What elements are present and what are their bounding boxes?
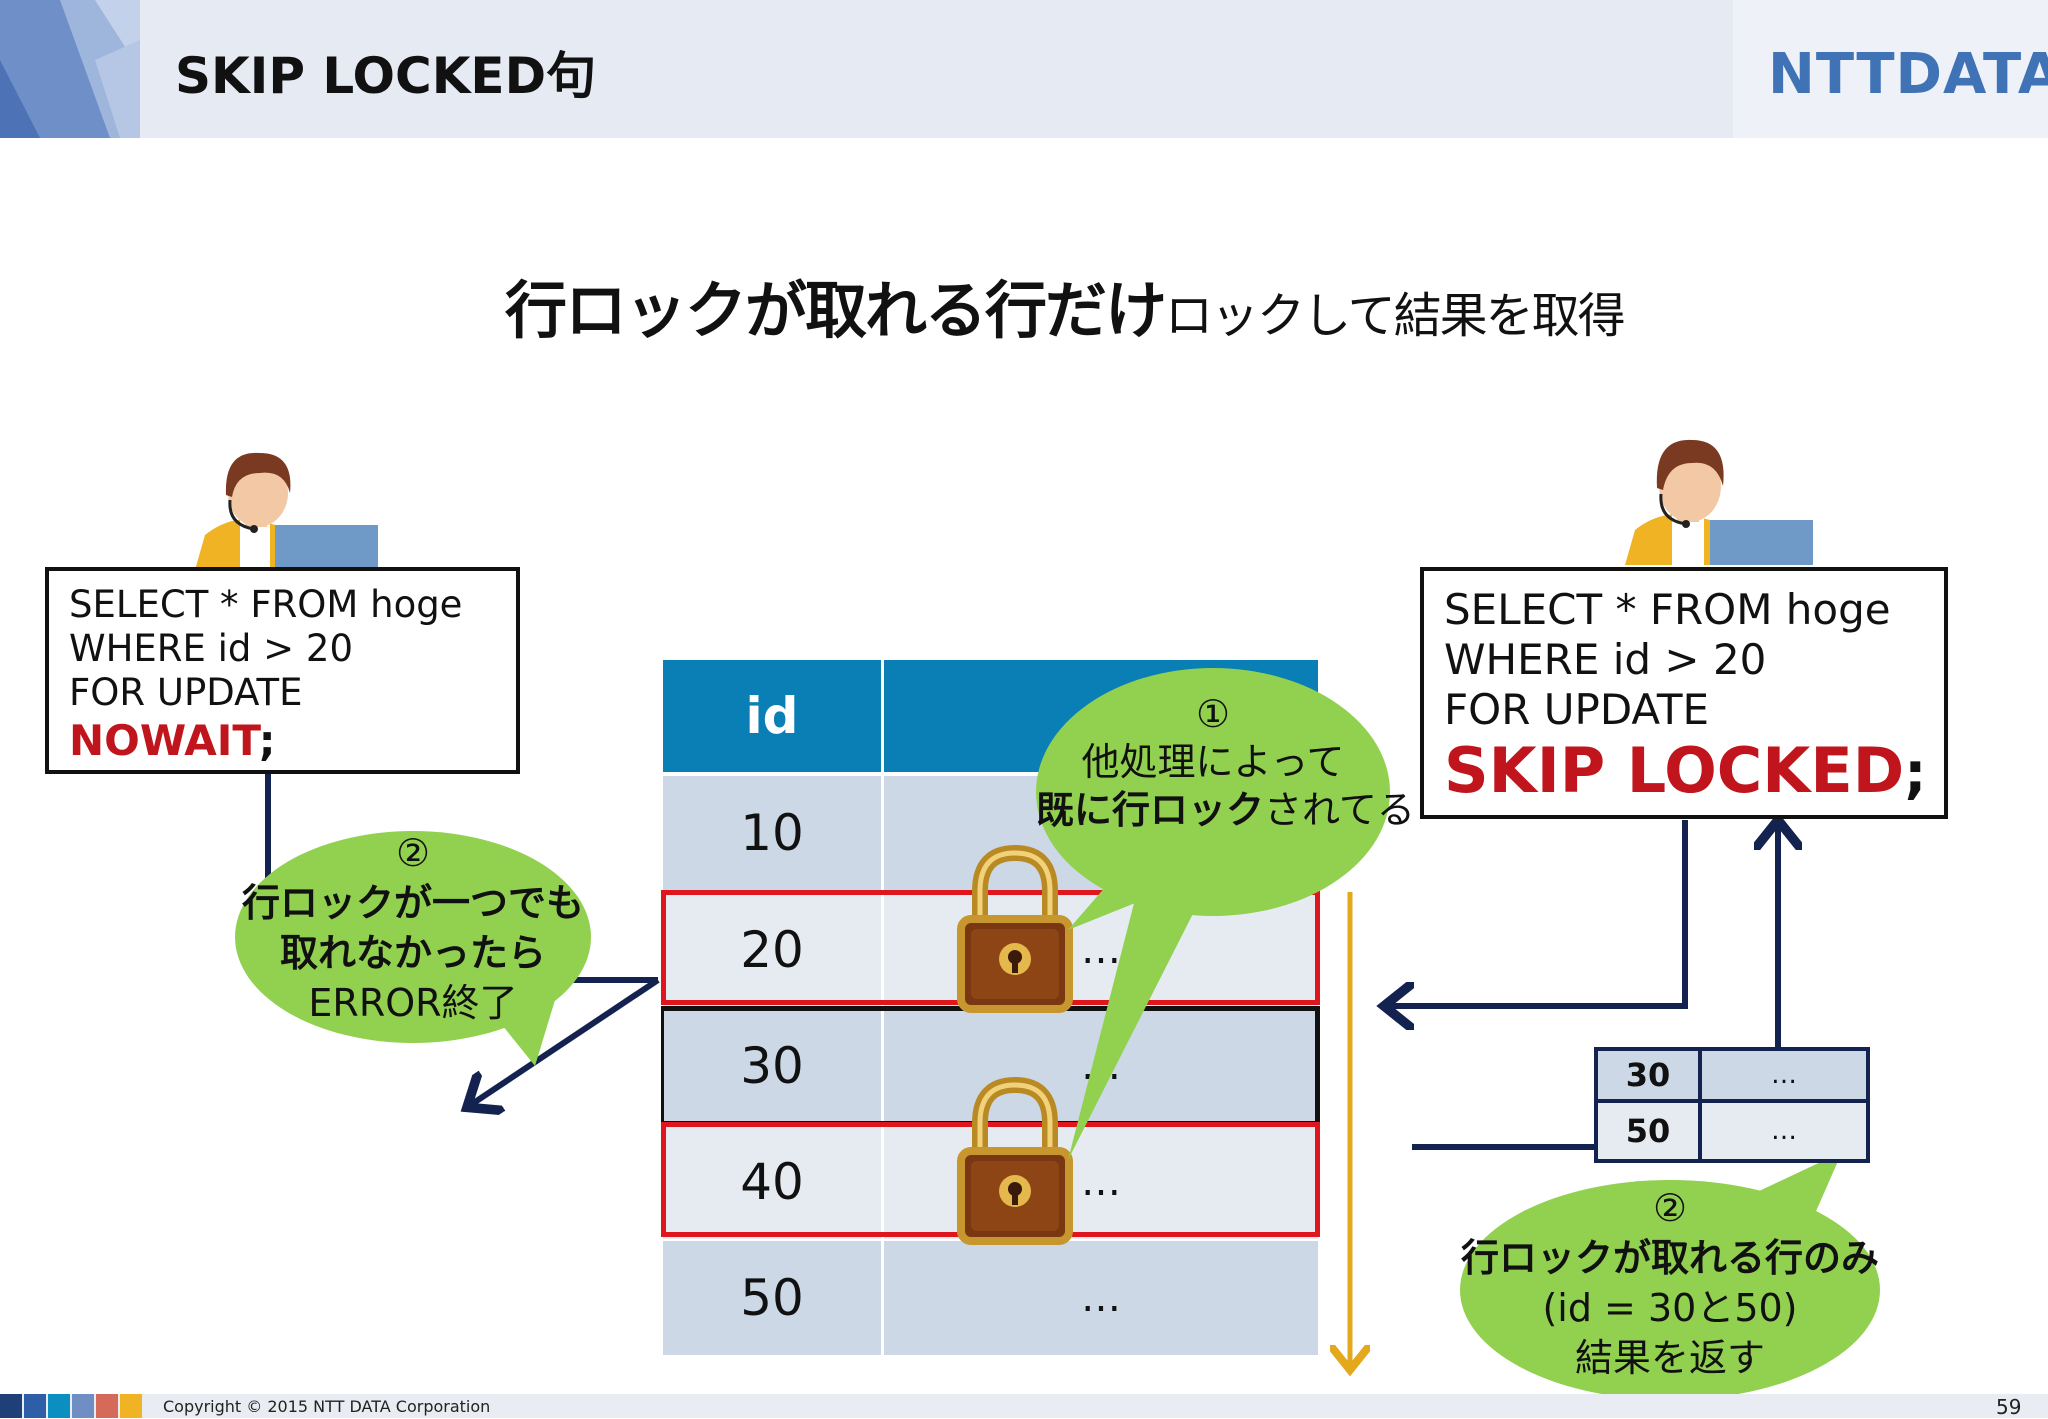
table-cell-value: … [884,1125,1318,1239]
bubble-line: 行ロックが一つでも [241,881,584,925]
query-line: WHERE id > 20 [1444,635,1767,684]
query-line: FOR UPDATE [1444,685,1710,734]
bubble-line: 取れなかったら [279,931,546,975]
table-cell-id: 10 [663,776,881,890]
bubble-right-shape [1460,1152,1880,1400]
bubble-line: 結果を返す [1574,1336,1765,1380]
bubble-top-shape [1036,668,1390,1160]
logo-panel [1733,0,2048,138]
query-terminator: ; [1904,741,1927,806]
query-line: FOR UPDATE [69,671,303,714]
bubble-number: ② [1652,1186,1688,1230]
main-heading-normal: ロックして結果を取得 [1165,288,1626,344]
right-operator-icon [1625,439,1813,565]
right-query-connector [1390,820,1688,1006]
result-table: 30 … 50 … [1594,1047,1870,1163]
table-cell-value: … [884,1241,1318,1355]
padlock-icon [957,1076,1073,1245]
error-arrow [472,977,660,1104]
bubble-left-text: ② 行ロックが一つでも 取れなかったら ERROR終了 [235,828,591,1028]
nowait-keyword: NOWAIT [69,716,259,765]
bubble-top-text: ① 他処理によって 既に行ロックされてる [1036,690,1415,834]
padlock-icon [957,844,1073,1013]
result-cell-id: 50 [1598,1103,1702,1159]
bubble-right-text: ② 行ロックが取れる行のみ (id = 30と50) 結果を返す [1460,1183,1880,1383]
bubble-line: 行ロックが取れる行のみ [1460,1236,1879,1280]
bubble-normal-text: されてる [1264,788,1415,832]
query-terminator: ; [258,716,276,765]
bubble-line: (id = 30と50) [1542,1286,1798,1330]
bubble-line: 既に行ロックされてる [1036,786,1415,834]
result-cell-id: 30 [1598,1051,1702,1103]
table-header-id: id [663,660,881,772]
result-cell-value: … [1702,1051,1866,1103]
query-line: SELECT * FROM hoge [69,583,463,626]
skip-locked-keyword: SKIP LOCKED [1444,734,1905,807]
company-logo: NTTDATA [1768,42,2048,107]
table-cell-id: 30 [663,1009,881,1123]
bubble-line: 他処理によって [1081,740,1345,784]
bubble-number: ② [395,831,431,875]
main-heading-bold: 行ロックが取れる行だけ [505,274,1167,347]
bubble-left-shape [235,831,591,1066]
copyright-text: Copyright © 2015 NTT DATA Corporation [163,1397,491,1416]
slide-header [0,0,2048,138]
bubble-number: ① [1195,692,1231,736]
header-corner-graphic [0,0,140,138]
result-cell-value: … [1702,1103,1866,1159]
left-operator-icon [195,452,378,570]
query-line: WHERE id > 20 [69,627,354,670]
main-heading: 行ロックが取れる行だけロックして結果を取得 [505,260,1626,350]
slide-title: SKIP LOCKED句 [175,47,597,105]
bubble-line: ERROR終了 [308,981,518,1025]
slide-footer [0,1394,2048,1418]
query-keyword-line: SKIP LOCKED; [1444,735,1944,814]
table-cell-id: 20 [663,893,881,1007]
query-keyword-line: NOWAIT; [69,715,516,767]
nowait-query-box: SELECT * FROM hoge WHERE id > 20 FOR UPD… [45,567,520,774]
skip-locked-query-box: SELECT * FROM hoge WHERE id > 20 FOR UPD… [1420,567,1948,819]
bubble-bold-text: 既に行ロック [1036,788,1265,832]
table-cell-id: 50 [663,1241,881,1355]
table-cell-id: 40 [663,1125,881,1239]
page-number: 59 [1996,1395,2022,1419]
query-line: SELECT * FROM hoge [1444,585,1891,634]
footer-color-strip [0,1394,142,1418]
